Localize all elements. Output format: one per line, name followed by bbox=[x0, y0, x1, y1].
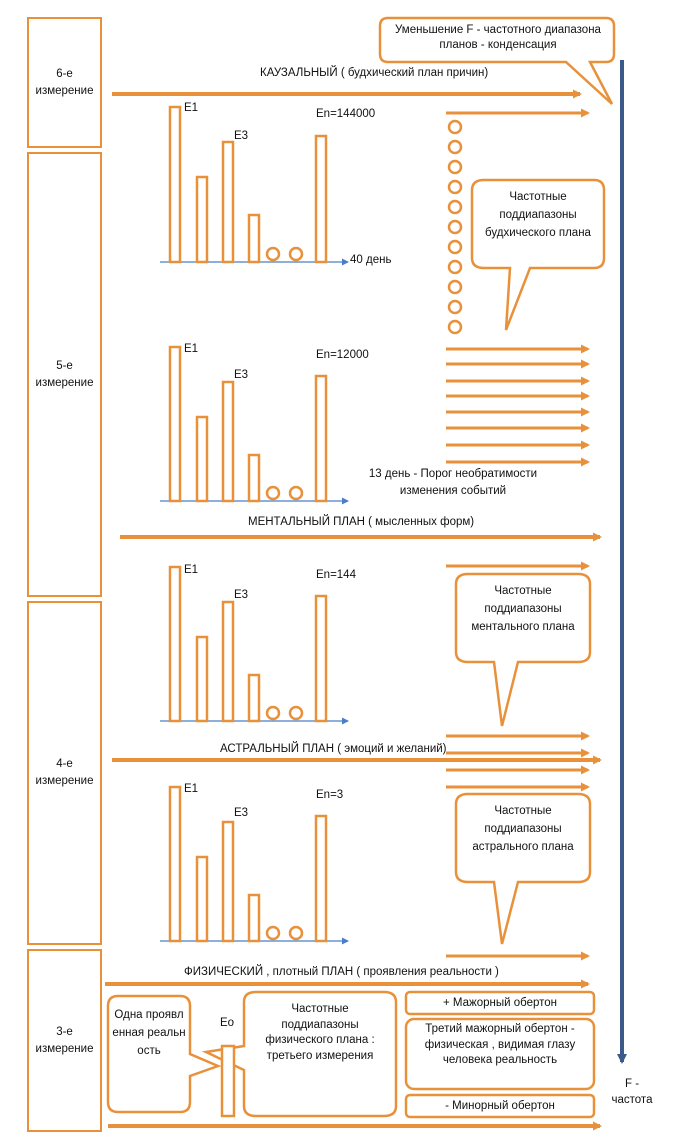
bar-e1 bbox=[168, 345, 182, 503]
subband-circle bbox=[447, 119, 463, 135]
subband-circle bbox=[447, 279, 463, 295]
bar-e2 bbox=[195, 635, 209, 723]
subband-circle bbox=[447, 219, 463, 235]
subband-circle bbox=[447, 299, 463, 315]
subband-circle bbox=[447, 199, 463, 215]
dimension-5-label: 5-е измерение bbox=[35, 359, 94, 389]
physical-plane-label: ФИЗИЧЕСКИЙ , плотный ПЛАН ( проявления р… bbox=[184, 966, 499, 978]
bar-e3 bbox=[221, 380, 235, 503]
one-reality-callout-shape bbox=[106, 994, 222, 1114]
physical-callout-shape bbox=[201, 990, 398, 1118]
subband-circle bbox=[447, 159, 463, 175]
group2-e1-label: E1 bbox=[184, 343, 199, 355]
major-overtone-box bbox=[404, 990, 596, 1016]
major-overtone-text: + Мажорный обертон bbox=[442, 997, 557, 1009]
subband-circle bbox=[447, 179, 463, 195]
subband-arrows bbox=[446, 344, 590, 961]
bar-e2 bbox=[195, 855, 209, 943]
bar-e4 bbox=[247, 453, 261, 503]
dimension-4-label: 4-е измерение bbox=[35, 758, 94, 787]
bar-dot bbox=[265, 925, 281, 941]
bar-dot bbox=[288, 925, 304, 941]
bar-e3 bbox=[221, 820, 235, 943]
group1-e1-label: E1 bbox=[184, 102, 199, 114]
bar-dot bbox=[265, 246, 281, 262]
bar-e4 bbox=[247, 673, 261, 723]
buddhic-subband-circles bbox=[447, 119, 463, 335]
bar-e2 bbox=[195, 175, 209, 264]
group3-e3-label: E3 bbox=[234, 589, 249, 601]
buddhic-callout-text: Частотные поддиапазоны будхического план… bbox=[485, 191, 591, 239]
bar-group-4 bbox=[160, 785, 349, 945]
bar-e3 bbox=[221, 600, 235, 723]
bar-en bbox=[314, 594, 328, 723]
astral-callout-shape bbox=[454, 792, 592, 945]
group1-e3-label: E3 bbox=[234, 130, 249, 142]
eo-bar bbox=[220, 1044, 236, 1118]
bar-group-3 bbox=[160, 565, 349, 725]
bar-e4 bbox=[247, 893, 261, 943]
minor-overtone-text: - Минорный обертон bbox=[445, 1100, 555, 1112]
frequency-axis-label: F - частота bbox=[611, 1078, 653, 1106]
subband-circle bbox=[447, 139, 463, 155]
group4-e3-label: E3 bbox=[234, 807, 249, 819]
astral-plane-label: АСТРАЛЬНЫЙ ПЛАН ( эмоций и желаний) bbox=[220, 743, 447, 755]
energy-bar-groups bbox=[160, 105, 349, 945]
group4-en-label: En=3 bbox=[316, 789, 344, 801]
eo-label: Eo bbox=[220, 1017, 235, 1029]
bar-dot bbox=[288, 246, 304, 262]
dimension-3-label: 3-е измерение bbox=[35, 1025, 94, 1055]
dimension-4-box: 4-е измерение bbox=[27, 601, 102, 945]
bar-en bbox=[314, 134, 328, 264]
physical-callout-text: Частотные поддиапазоны физического плана… bbox=[265, 1003, 375, 1062]
subband-circle bbox=[447, 239, 463, 255]
one-reality-callout-text: Одна проявленная реальность bbox=[112, 1009, 186, 1057]
group4-e1-label: E1 bbox=[184, 783, 199, 795]
mental-plane-label: МЕНТАЛЬНЫЙ ПЛАН ( мысленных форм) bbox=[248, 516, 475, 528]
group3-e1-label: E1 bbox=[184, 564, 199, 576]
bar-e1 bbox=[168, 105, 182, 264]
bar-dot bbox=[265, 485, 281, 501]
top-callout-text: Уменьшение F - частотного диапазона план… bbox=[395, 24, 601, 51]
dimension-6-label: 6-е измерение bbox=[35, 67, 94, 97]
bar-e4 bbox=[247, 213, 261, 264]
mental-callout-shape bbox=[454, 572, 592, 727]
group2-en-label: En=12000 bbox=[316, 349, 369, 361]
bar-dot bbox=[288, 705, 304, 721]
subband-circle bbox=[447, 259, 463, 275]
dimension-5-box: 5-е измерение bbox=[27, 152, 102, 597]
third-overtone-text: Третий мажорный обертон - физическая , в… bbox=[424, 1023, 576, 1066]
subband-circle bbox=[447, 319, 463, 335]
astral-callout-text: Частотные поддиапазоны астрального плана bbox=[472, 805, 574, 853]
bar-en bbox=[314, 374, 328, 503]
bar-e1 bbox=[168, 785, 182, 943]
group2-e3-label: E3 bbox=[234, 369, 249, 381]
dimension-6-box: 6-е измерение bbox=[27, 17, 102, 148]
bar-group-1 bbox=[160, 105, 349, 266]
group1-en-label: En=144000 bbox=[316, 108, 376, 120]
causal-plane-label: КАУЗАЛЬНЫЙ ( будхический план причин) bbox=[260, 67, 489, 79]
mental-callout-text: Частотные поддиапазоны ментального плана bbox=[471, 585, 575, 633]
dimension-3-box: 3-е измерение bbox=[27, 949, 102, 1132]
group3-en-label: En=144 bbox=[316, 569, 356, 581]
group1-note: 40 день bbox=[350, 254, 392, 266]
buddhic-callout-shape bbox=[470, 178, 606, 331]
bar-en bbox=[314, 814, 328, 943]
minor-overtone-box bbox=[404, 1093, 596, 1119]
bar-dot bbox=[265, 705, 281, 721]
bar-e3 bbox=[221, 140, 235, 264]
third-overtone-box bbox=[404, 1017, 596, 1091]
bar-dot bbox=[288, 485, 304, 501]
bar-e1 bbox=[168, 565, 182, 723]
bar-e2 bbox=[195, 415, 209, 503]
bar-group-2 bbox=[160, 345, 349, 505]
group2-note: 13 день - Порог необратимости изменения … bbox=[368, 468, 538, 497]
top-callout-shape bbox=[378, 16, 616, 105]
